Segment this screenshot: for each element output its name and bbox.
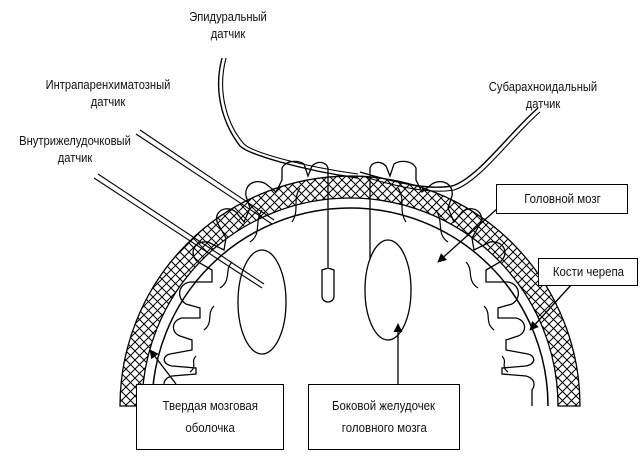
skull-label: Кости черепа [552, 261, 623, 283]
right-lateral-ventricle [365, 240, 411, 340]
dura-label-line-1: Твердая мозговая [162, 395, 257, 417]
epidural-sensor-label: Эпидуральный датчик [176, 8, 279, 42]
ventricle-label-box: Боковой желудочек головного мозга [308, 384, 460, 450]
epidural-sensor-cable [219, 58, 358, 178]
epidural-sensor-cable-2 [223, 58, 358, 174]
intraparenchymal-sensor-label: Интрапаренхиматозный датчик [31, 76, 186, 110]
subarachnoid-label-line-2: датчик [470, 95, 616, 112]
dura-label-line-2: оболочка [185, 417, 235, 439]
subarachnoid-sensor-label: Субарахноидальный датчик [470, 78, 616, 112]
intraparenchymal-label-line-1: Интрапаренхиматозный [31, 76, 186, 93]
subarachnoid-label-line-1: Субарахноидальный [470, 78, 616, 95]
dura-label-box: Твердая мозговая оболочка [136, 384, 284, 450]
brain-label: Головной мозг [524, 188, 601, 210]
epidural-label-line-2: датчик [176, 25, 279, 42]
subarachnoid-sensor-cable [360, 108, 538, 187]
brain-label-box: Головной мозг [496, 184, 628, 214]
intraventricular-label-line-1: Внутрижелудочковый [11, 132, 140, 149]
skull-label-box: Кости черепа [538, 258, 638, 286]
intraventricular-sensor-label: Внутрижелудочковый датчик [11, 132, 140, 166]
intraparenchymal-sensor-cable-2 [140, 130, 274, 220]
intraparenchymal-label-line-2: датчик [31, 93, 186, 110]
ventricle-label-line-1: Боковой желудочек [332, 395, 435, 417]
left-lateral-ventricle [238, 250, 286, 354]
intraparenchymal-sensor-cable [136, 134, 272, 224]
ventricle-label-line-2: головного мозга [341, 417, 426, 439]
intraventricular-label-line-2: датчик [11, 149, 140, 166]
epidural-label-line-1: Эпидуральный [176, 8, 279, 25]
